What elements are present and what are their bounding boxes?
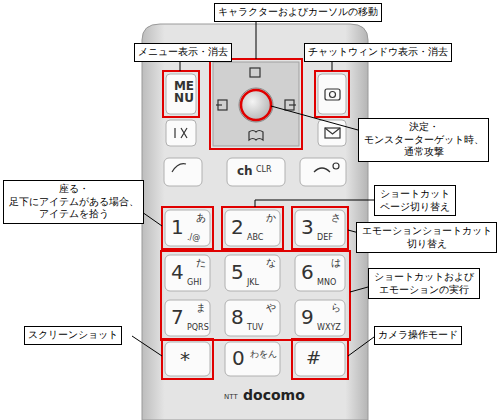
key-label: MNO: [317, 279, 336, 287]
key-label: ABC: [247, 234, 263, 242]
callout-box: 座る・ 足下にアイテムがある場合、 アイテムを拾う: [3, 180, 144, 224]
key-label: GHI: [187, 279, 202, 287]
key-label: な: [266, 258, 276, 268]
key-label: 7: [171, 307, 184, 327]
key-label: は: [331, 258, 341, 268]
key-label: 4: [171, 262, 184, 282]
key-label: ら: [331, 303, 341, 313]
key-label: や: [266, 303, 276, 313]
callout-text: カメラ操作モード: [378, 329, 458, 340]
callout-text: エモーションショートカット 切り替え: [362, 225, 492, 249]
callout-box: キャラクターおよびカーソルの移動: [214, 3, 382, 22]
key-label: あ: [196, 213, 206, 223]
key-label: 9: [301, 307, 314, 327]
key-label: 5: [231, 262, 244, 282]
callout-box: ショートカットおよび エモーションの実行: [368, 268, 480, 299]
callout-text: メニュー表示・消去: [138, 46, 228, 57]
key-label: TUV: [247, 324, 263, 332]
key-label: た: [196, 258, 206, 268]
key-label: ま: [196, 303, 206, 313]
key-label: NTT: [224, 394, 238, 401]
callout-text: ショートカットおよび エモーションの実行: [374, 271, 474, 295]
key-label: ./@: [187, 234, 200, 242]
callout-box: メニュー表示・消去: [134, 43, 232, 62]
key-label: DEF: [317, 234, 333, 242]
callout-text: キャラクターおよびカーソルの移動: [218, 6, 378, 17]
key-label: PQRS: [187, 324, 209, 332]
key-label: 1: [171, 217, 184, 237]
key-label: か: [266, 213, 276, 223]
key-label: 6: [301, 262, 314, 282]
key-label: ME NU: [173, 80, 195, 104]
key-label: JKL: [247, 279, 259, 287]
callout-text: スクリーンショット: [28, 329, 118, 340]
key-label: *: [180, 349, 190, 369]
callout-text: 決定・ モンスターターゲット時、 通常攻撃: [364, 121, 484, 157]
key-label: docomo: [243, 388, 305, 402]
callout-text: チャットウィンドウ表示・消去: [308, 46, 448, 57]
key-label: 2: [231, 217, 244, 237]
callout-box: スクリーンショット: [24, 326, 122, 345]
callout-text: ショートカット ページ切り替え: [380, 188, 450, 212]
callout-text: 座る・ 足下にアイテムがある場合、 アイテムを拾う: [9, 183, 139, 219]
key-label: わをん: [250, 350, 277, 359]
key-label: 8: [231, 307, 244, 327]
callout-box: 決定・ モンスターターゲット時、 通常攻撃: [358, 118, 489, 162]
callout-box: チャットウィンドウ表示・消去: [304, 43, 452, 62]
key-label: WXYZ: [317, 324, 341, 332]
callout-box: カメラ操作モード: [374, 326, 462, 345]
key-label: 0: [232, 348, 245, 368]
key-label: さ: [331, 213, 341, 223]
key-label: CLR: [256, 166, 272, 174]
callout-box: ショートカット ページ切り替え: [374, 185, 456, 216]
key-label: ch: [237, 165, 253, 177]
key-label: #: [306, 349, 321, 367]
callout-box: エモーションショートカット 切り替え: [356, 222, 497, 253]
key-label: 3: [301, 217, 314, 237]
